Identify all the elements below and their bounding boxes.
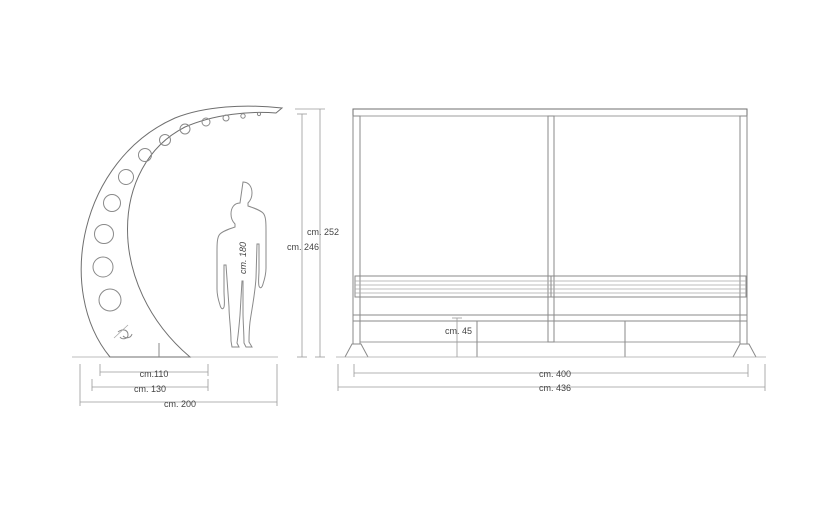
porthole-circle bbox=[240, 113, 246, 119]
logo-icon bbox=[113, 324, 133, 340]
glass-panel-right bbox=[553, 115, 741, 343]
dimension-width-base: cm.110 bbox=[99, 364, 209, 379]
porthole-circle bbox=[138, 148, 152, 162]
width-total-label: cm. 200 bbox=[164, 399, 196, 409]
post-right bbox=[739, 115, 748, 345]
height-outer-label: cm. 252 bbox=[307, 227, 339, 237]
porthole-circle bbox=[201, 117, 211, 127]
roof-beam bbox=[352, 108, 748, 117]
front-width-total-label: cm. 436 bbox=[539, 383, 571, 393]
dimension-bench-height: cm. 45 bbox=[445, 317, 472, 357]
glass-panel-left bbox=[359, 115, 549, 343]
arch-portholes bbox=[92, 111, 262, 312]
bench-seat bbox=[352, 314, 748, 322]
bench-backrest bbox=[354, 275, 747, 298]
width-base-label: cm.110 bbox=[140, 369, 169, 379]
porthole-circle bbox=[103, 194, 121, 212]
width-mid-label: cm. 130 bbox=[134, 384, 166, 394]
person-silhouette bbox=[216, 181, 267, 348]
porthole-circle bbox=[179, 123, 191, 135]
footing-right bbox=[732, 343, 757, 358]
post-center bbox=[547, 115, 555, 343]
dimension-width-total-front: cm. 436 bbox=[337, 364, 766, 393]
dimension-width-mid: cm. 130 bbox=[91, 379, 209, 394]
dimension-width-inner-front: cm. 400 bbox=[353, 364, 749, 379]
front-view: cm. 45 cm. 400 cm. 436 bbox=[336, 108, 766, 393]
porthole-circle bbox=[94, 224, 114, 244]
person-height-label: cm. 180 bbox=[238, 242, 248, 274]
side-view: cm. 180 cm. 246 cm. 252 cm.110 cm. 130 bbox=[72, 105, 339, 409]
post-left bbox=[352, 115, 361, 345]
crescent-arch bbox=[80, 105, 284, 358]
porthole-circle bbox=[222, 114, 230, 122]
porthole-circle bbox=[118, 169, 134, 185]
dimension-height-outer: cm. 252 bbox=[295, 108, 339, 358]
porthole-circle bbox=[98, 288, 122, 312]
dimension-height-inner: cm. 246 bbox=[287, 113, 319, 358]
porthole-circle bbox=[256, 111, 262, 117]
bench-height-label: cm. 45 bbox=[445, 326, 472, 336]
porthole-circle bbox=[92, 256, 114, 278]
porthole-circle bbox=[159, 134, 171, 146]
footing-left bbox=[344, 343, 369, 358]
dimension-width-total: cm. 200 bbox=[79, 364, 278, 409]
front-width-inner-label: cm. 400 bbox=[539, 369, 571, 379]
height-inner-label: cm. 246 bbox=[287, 242, 319, 252]
